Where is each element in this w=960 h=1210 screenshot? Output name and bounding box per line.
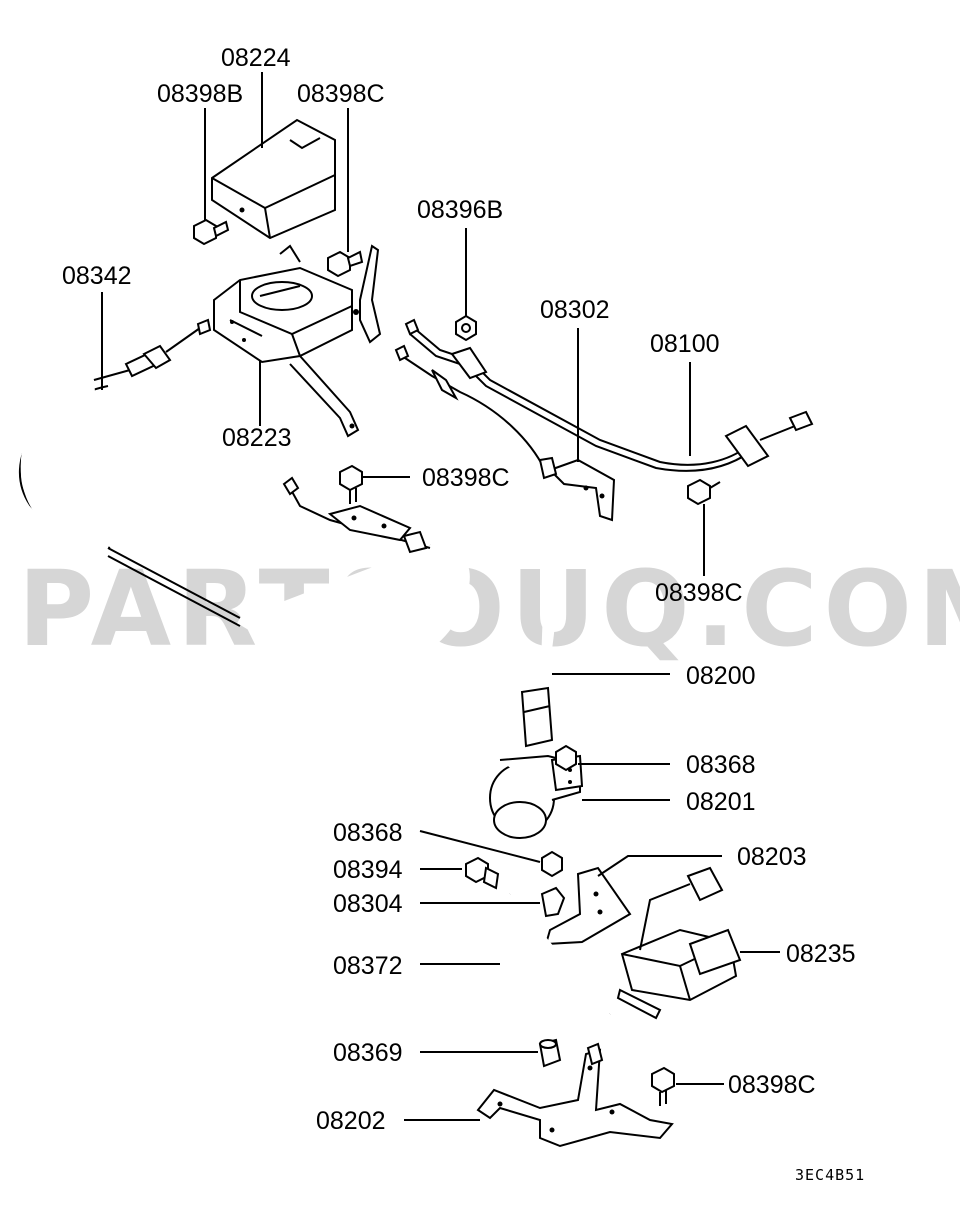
label-08235: 08235 bbox=[786, 940, 856, 968]
cable-08200 bbox=[520, 456, 559, 748]
bolt-08398C-mid bbox=[339, 464, 363, 504]
grommet-08369 bbox=[538, 1038, 562, 1068]
bolt-08394 bbox=[465, 856, 500, 890]
label-08398C-top: 08398C bbox=[297, 80, 385, 108]
watermark-text: PARTSOUQ.COM bbox=[18, 548, 960, 670]
bolt-08398C-bottom bbox=[651, 1066, 675, 1106]
label-08369: 08369 bbox=[333, 1039, 403, 1067]
leader-lines bbox=[101, 72, 780, 1121]
label-08398C-right: 08398C bbox=[655, 579, 743, 607]
bolt-08398B bbox=[193, 218, 230, 246]
nut-08368-upper bbox=[555, 744, 577, 772]
label-08398B: 08398B bbox=[157, 80, 243, 108]
label-08368-upper: 08368 bbox=[686, 751, 756, 779]
clip-08304 bbox=[540, 886, 566, 918]
cover-08224 bbox=[211, 118, 336, 240]
nut-08396B bbox=[455, 314, 477, 342]
label-08368-lower: 08368 bbox=[333, 819, 403, 847]
label-08201: 08201 bbox=[686, 788, 756, 816]
label-08342: 08342 bbox=[62, 262, 132, 290]
cable-08302 bbox=[394, 344, 616, 522]
cable-08100 bbox=[404, 318, 814, 472]
motor-08235 bbox=[616, 866, 742, 1020]
nut-08368-lower bbox=[541, 850, 563, 878]
label-08372: 08372 bbox=[333, 952, 403, 980]
label-08398C-mid: 08398C bbox=[422, 464, 510, 492]
label-08203: 08203 bbox=[737, 843, 807, 871]
label-08224: 08224 bbox=[221, 44, 291, 72]
bolt-08398C-right bbox=[687, 478, 721, 506]
mount-bracket-08202 bbox=[476, 1042, 674, 1148]
bolt-08398C-top bbox=[327, 250, 364, 278]
label-08200: 08200 bbox=[686, 662, 756, 690]
actuator-08201 bbox=[489, 754, 584, 839]
label-08302: 08302 bbox=[540, 296, 610, 324]
cable-end-bracket bbox=[282, 476, 431, 554]
label-08398C-bottom: 08398C bbox=[728, 1071, 816, 1099]
actuator-bracket-08223 bbox=[213, 244, 382, 438]
label-08202: 08202 bbox=[316, 1107, 386, 1135]
cable-08342 bbox=[18, 318, 470, 672]
reference-code: 3EC4B51 bbox=[795, 1166, 865, 1184]
label-08396B: 08396B bbox=[417, 196, 503, 224]
label-08304: 08304 bbox=[333, 890, 403, 918]
label-08223: 08223 bbox=[222, 424, 292, 452]
hose-08372 bbox=[500, 892, 613, 1027]
label-08394: 08394 bbox=[333, 856, 403, 884]
label-08100: 08100 bbox=[650, 330, 720, 358]
bracket-08203 bbox=[544, 866, 632, 946]
